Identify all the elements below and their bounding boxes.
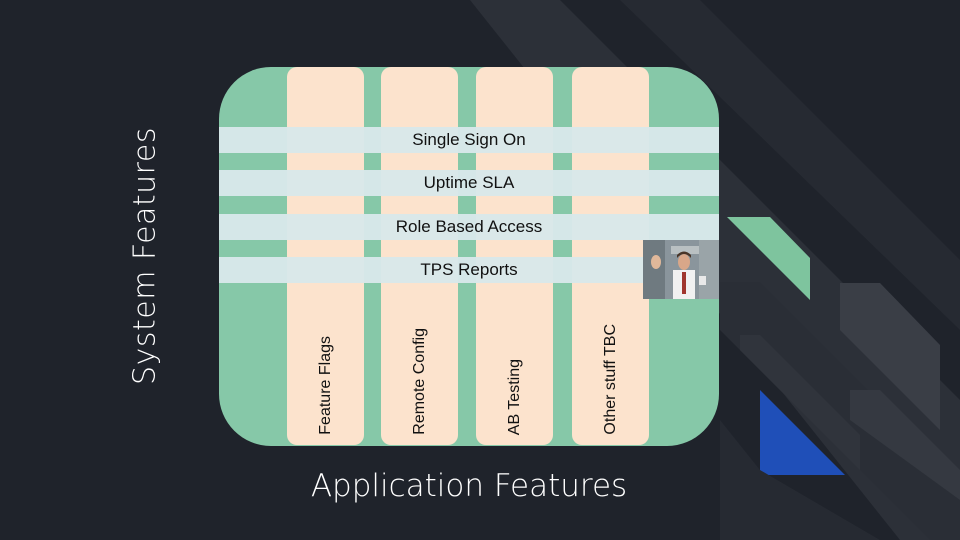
band-uptime-sla: Uptime SLA bbox=[219, 170, 719, 196]
column-other-stuff: Other stuff TBC bbox=[572, 67, 649, 445]
column-feature-flags: Feature Flags bbox=[287, 67, 364, 445]
office-worker-photo bbox=[643, 240, 719, 299]
column-label: Remote Config bbox=[410, 328, 428, 435]
column-label: Feature Flags bbox=[316, 336, 334, 435]
band-role-based-access: Role Based Access bbox=[219, 214, 719, 240]
band-tps-reports: TPS Reports bbox=[219, 257, 719, 283]
application-features-axis-label: Application Features bbox=[310, 468, 628, 504]
system-features-axis-label: System Features bbox=[127, 127, 163, 385]
column-ab-testing: AB Testing bbox=[476, 67, 553, 445]
column-label: AB Testing bbox=[505, 358, 523, 435]
column-label: Other stuff TBC bbox=[601, 324, 619, 435]
band-single-sign-on: Single Sign On bbox=[219, 127, 719, 153]
column-remote-config: Remote Config bbox=[381, 67, 458, 445]
